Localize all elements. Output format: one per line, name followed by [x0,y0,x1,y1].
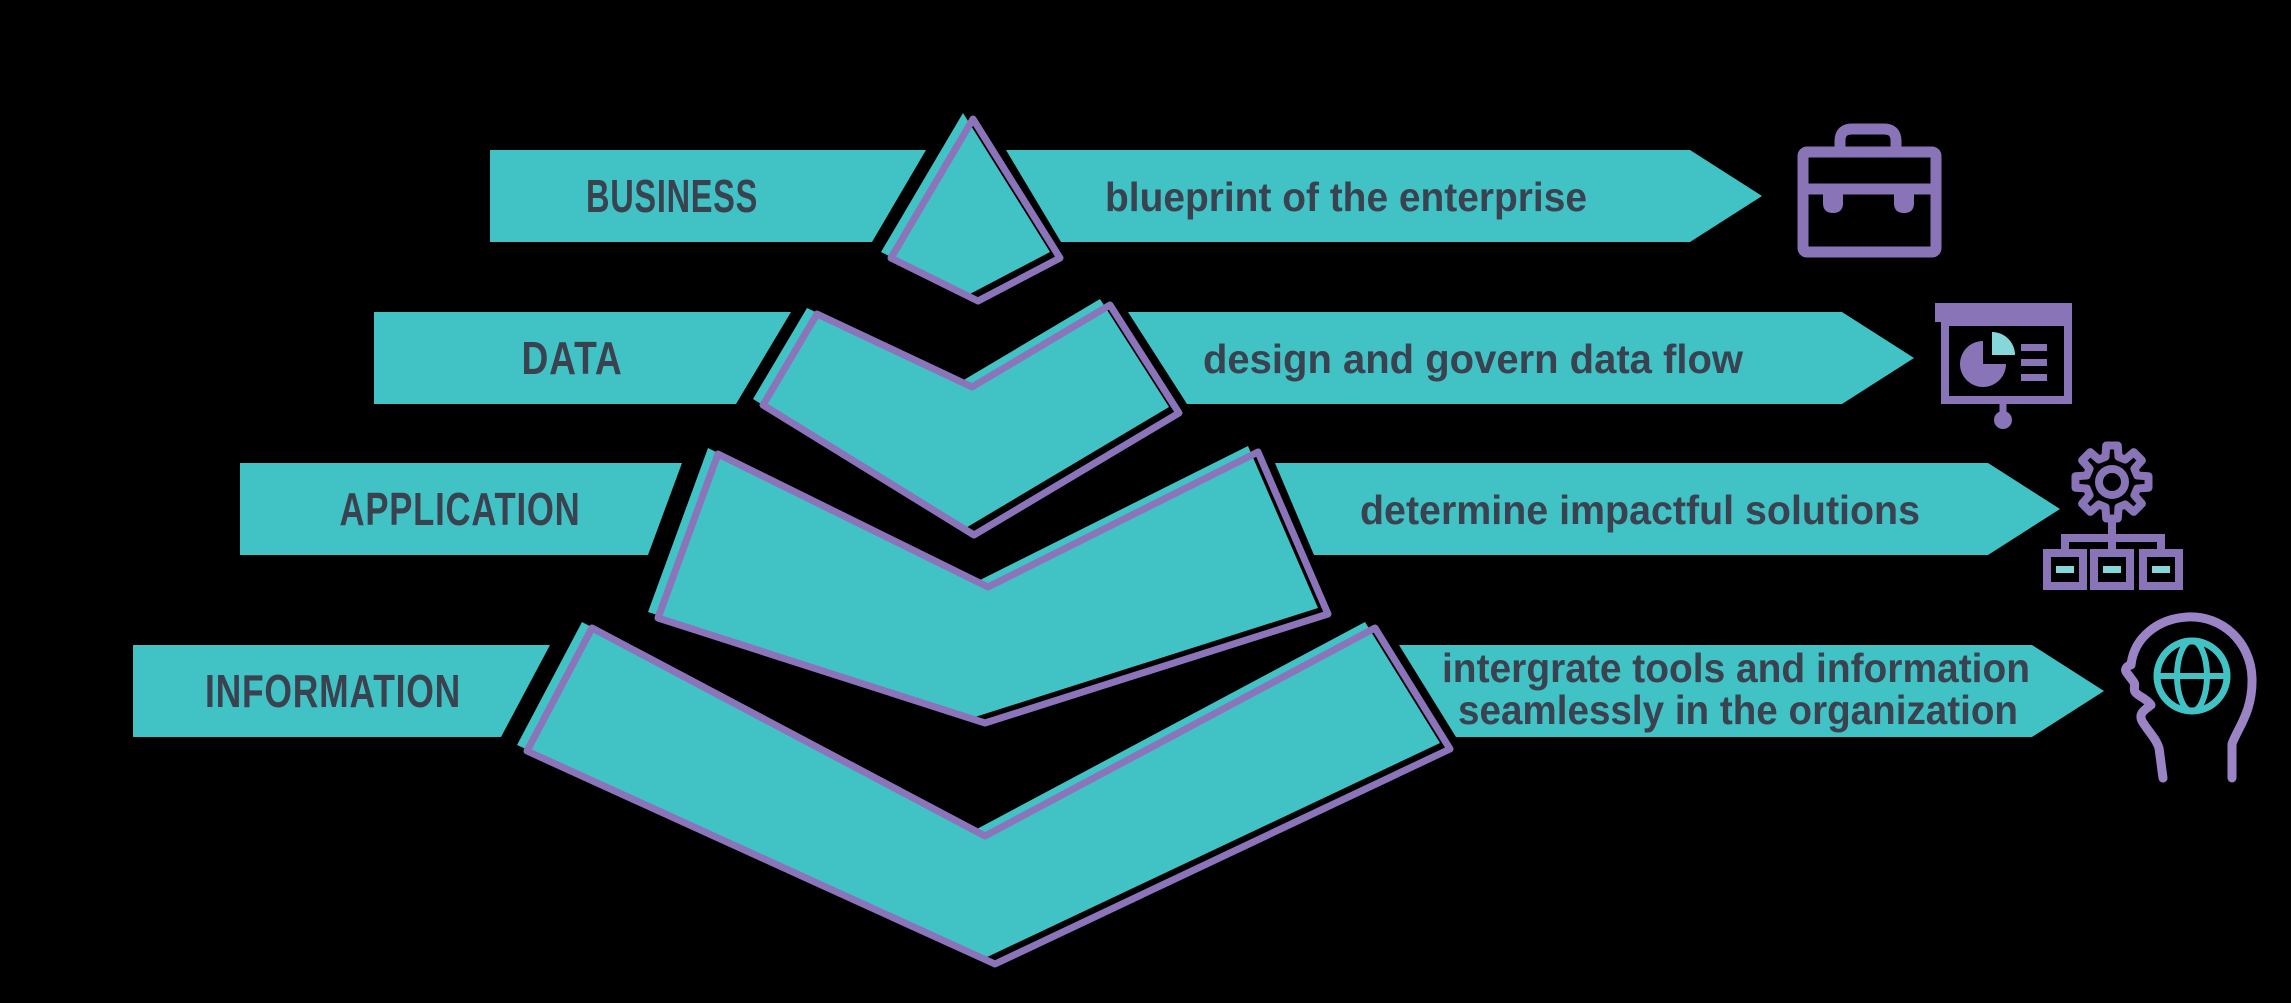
briefcase-icon [1797,123,1942,258]
information-bar-left [133,645,550,737]
data-bar-left [374,312,791,404]
gear-hierarchy-icon [2043,441,2183,590]
application-bar-right-arrow [1275,463,2060,555]
row-data: DATA design and govern data flow [374,299,2072,539]
data-description: design and govern data flow [1203,336,1743,382]
presentation-chart-icon [1935,303,2072,429]
chevron-level-4 [517,622,1454,968]
head-profile-outline [2121,612,2257,783]
head-globe-icon [2121,612,2257,783]
gear-icon [2071,441,2153,523]
pie-main [1960,341,2006,387]
data-label: DATA [522,332,623,384]
business-bar-right-arrow [1006,150,1762,242]
chevron-level-3 [648,446,1332,727]
business-label: BUSINESS [586,170,758,222]
chevron-level-1 [881,113,1064,305]
information-description-line2: seamlessly in the organization [1458,687,2018,733]
business-description: blueprint of the enterprise [1105,174,1587,220]
globe-icon [2153,637,2231,715]
chevron-level-2 [753,299,1183,539]
business-bar-left [490,150,926,242]
information-label: INFORMATION [205,665,461,717]
application-bar-left [240,463,682,555]
information-bar-right-arrow [1399,645,2104,737]
application-description: determine impactful solutions [1360,487,1920,533]
row-business: BUSINESS blueprint of the enterprise [490,113,1942,305]
information-description-line1: intergrate tools and information [1442,645,2030,691]
row-information: INFORMATION intergrate tools and informa… [133,612,2257,968]
row-application: APPLICATION determine impactful solution… [240,441,2183,727]
pie-wedge [1992,332,2015,355]
data-bar-right-arrow [1128,312,1914,404]
application-label: APPLICATION [340,483,581,535]
